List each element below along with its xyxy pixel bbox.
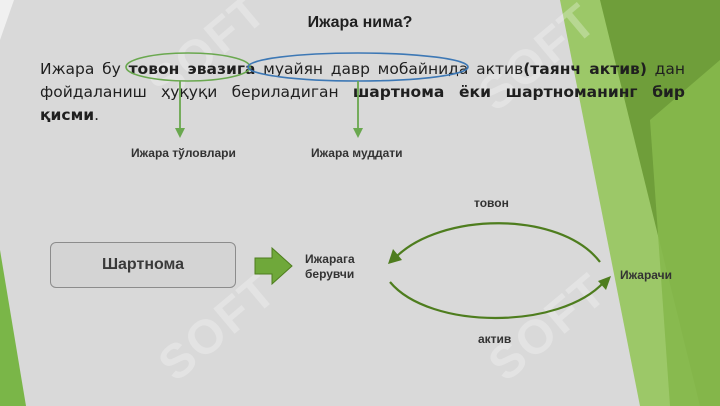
definition-bold-contract: шартнома ёки шартноманинг бир қисми [40,83,685,124]
highlight-oval-period [247,52,469,82]
slide-title: Ижара нима? [307,14,413,31]
highlight-oval-consideration [125,52,251,82]
top-left-white-corner [0,0,14,40]
flow-arrow-icon [254,246,293,286]
label-lessor: Ижарага берувчи [305,252,355,281]
cycle-arrowhead-bottom [598,276,611,290]
contract-box: Шартнома [50,242,236,288]
label-lease-term: Ижара муддати [311,146,403,160]
definition-text-1: Ижара бу [40,60,129,78]
label-lessee: Ижарачи [620,268,673,282]
pointer-arrowhead-payments [175,128,185,138]
right-green-band-mid [650,60,720,406]
definition-bold-underlying-asset: (таянч актив) [523,60,647,78]
left-green-strip [0,250,26,406]
definition-text-4: . [94,106,100,124]
definition-text-3: дан фойдаланиш ҳуқуқи бериладиган [40,60,686,101]
label-consideration-flow: товон [474,196,509,210]
pointer-arrowhead-term [353,128,363,138]
label-lease-payments: Ижара тўловлари [131,146,236,160]
cycle-arc-top [394,222,601,263]
definition-bold-consideration: товон эвазига [128,60,256,78]
label-asset-flow: актив [478,332,512,346]
cycle-arc-bottom [389,281,605,319]
cycle-arrowhead-top [388,249,402,264]
